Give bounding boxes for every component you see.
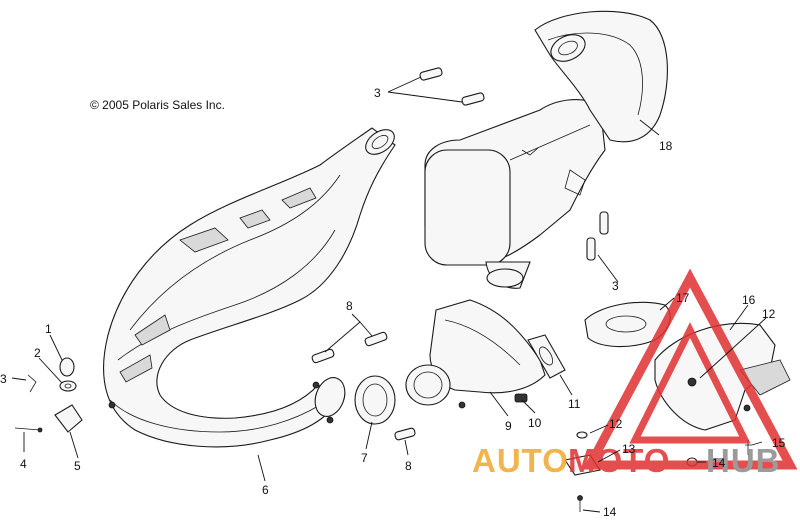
watermark-triangle — [582, 268, 798, 470]
callout-3-left: 3 — [0, 372, 7, 386]
callout-15: 15 — [772, 436, 786, 450]
callout-1: 1 — [45, 322, 52, 336]
watermark-auto: AUTO — [472, 442, 569, 479]
callout-4: 4 — [20, 457, 27, 471]
callout-2: 2 — [34, 346, 41, 360]
callout-12-left: 12 — [609, 417, 623, 431]
callout-17: 17 — [676, 291, 690, 305]
leader-lines — [11, 76, 767, 513]
copyright-text: © 2005 Polaris Sales Inc. — [90, 98, 225, 112]
callout-3-right: 3 — [612, 279, 619, 293]
callout-11: 11 — [568, 397, 581, 411]
callout-10: 10 — [528, 416, 542, 430]
watermark-logo: AUTO MOTO HUB — [472, 268, 798, 479]
callout-3-top: 3 — [374, 86, 381, 100]
callout-labels: 3 18 3 17 16 12 8 1 2 3 4 5 6 7 8 9 10 1… — [0, 86, 786, 519]
callout-7: 7 — [361, 451, 368, 465]
callout-5: 5 — [74, 459, 81, 473]
springs — [311, 67, 609, 441]
callout-14-bottom: 14 — [603, 505, 617, 519]
left-hardware — [14, 357, 83, 433]
callout-16: 16 — [742, 293, 756, 307]
callout-9: 9 — [505, 419, 512, 433]
muffler — [424, 10, 668, 289]
callout-12-right: 12 — [762, 307, 776, 321]
callout-8-bottom: 8 — [405, 459, 412, 473]
exhaust-pipe — [103, 127, 396, 448]
gasket — [527, 334, 566, 379]
callout-8-top: 8 — [346, 299, 353, 313]
callout-6: 6 — [262, 483, 269, 497]
callout-18: 18 — [659, 139, 673, 153]
heat-shield — [405, 299, 546, 409]
watermark-hub: HUB — [706, 442, 781, 479]
seal-ring — [354, 375, 396, 425]
callout-13: 13 — [622, 442, 636, 456]
callout-14-right: 14 — [712, 456, 726, 470]
watermark-moto: MOTO — [568, 442, 670, 479]
